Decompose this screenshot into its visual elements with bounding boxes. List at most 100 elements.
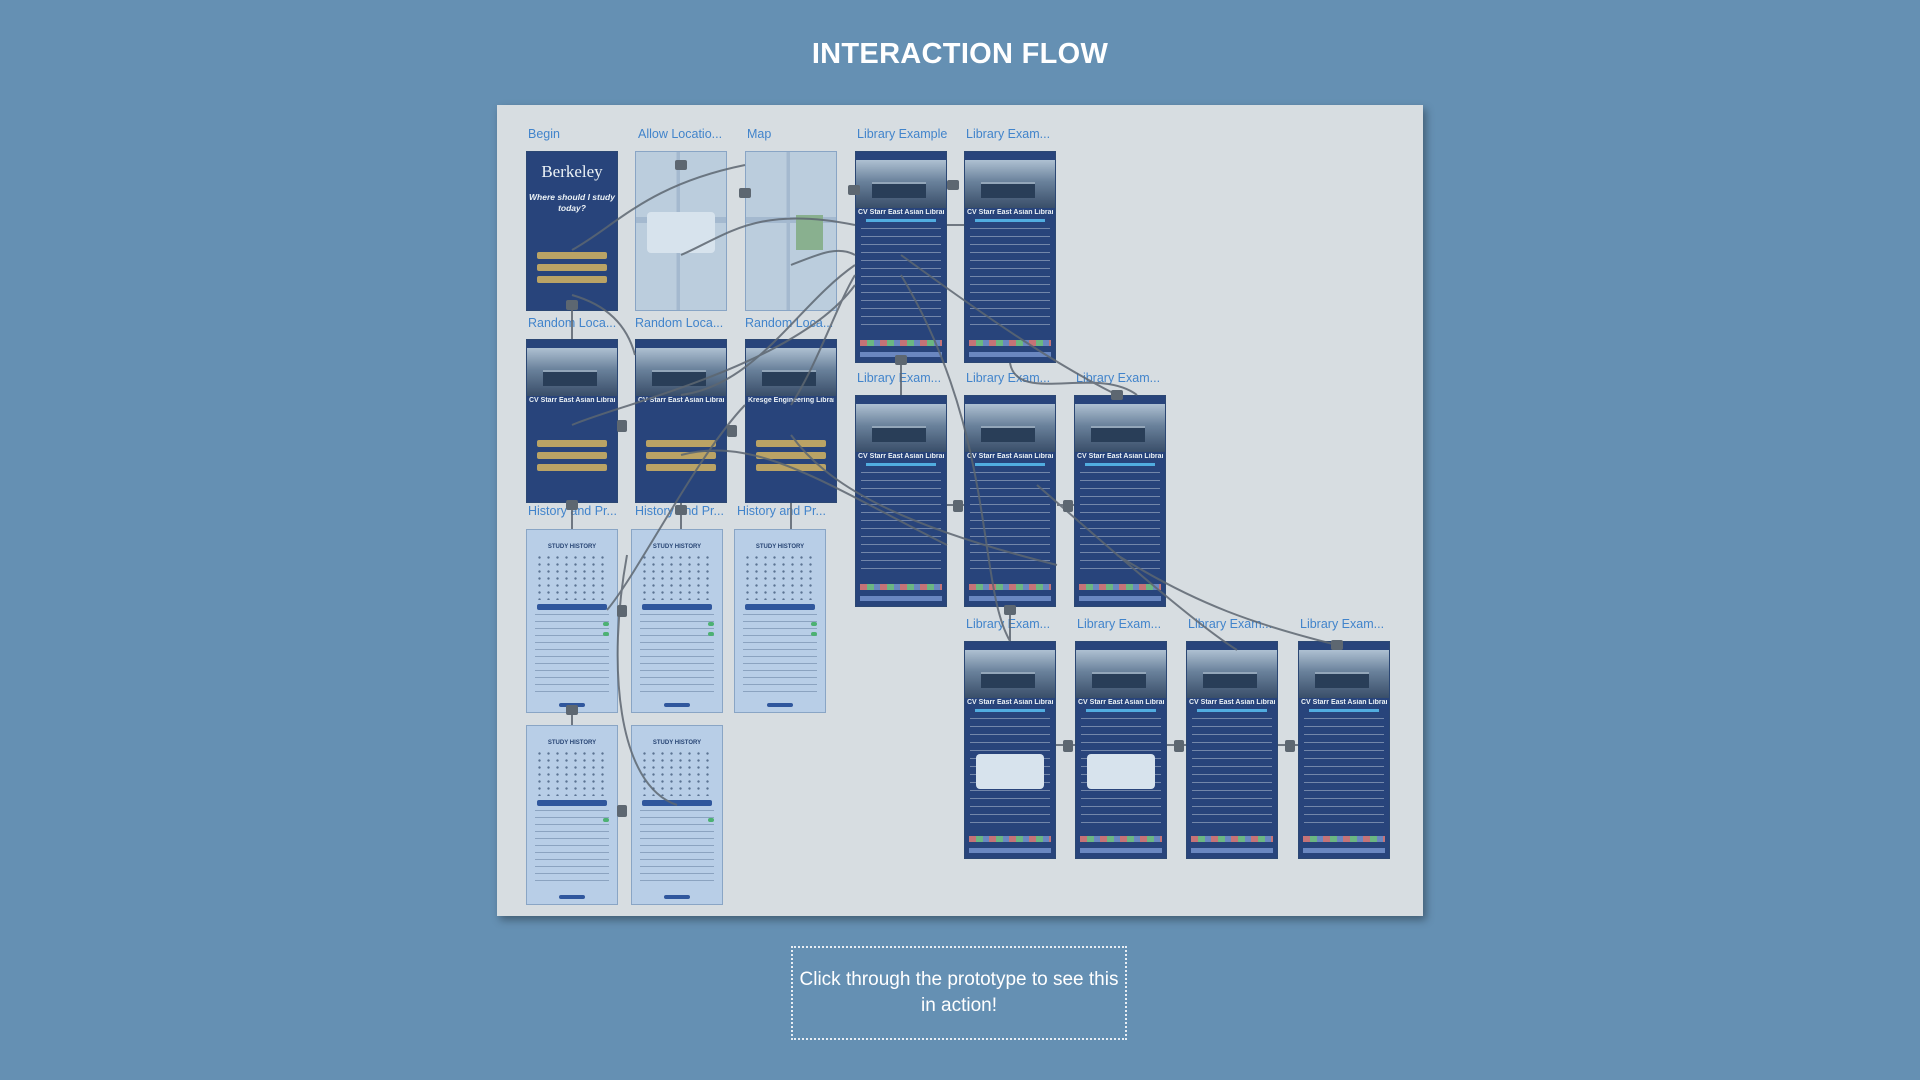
save-button[interactable] bbox=[767, 703, 793, 707]
label-library-exam-8: Library Exam... bbox=[1300, 617, 1385, 631]
save-button[interactable] bbox=[664, 703, 690, 707]
connector-handle bbox=[953, 500, 963, 512]
library-photo bbox=[856, 160, 946, 208]
prototype-note-text: Click through the prototype to see this … bbox=[799, 969, 1119, 1016]
screen-history-1[interactable]: STUDY HISTORY bbox=[526, 529, 618, 713]
label-library-exam-4: Library Exam... bbox=[1076, 371, 1161, 385]
connector-handle bbox=[727, 425, 737, 437]
map-view bbox=[746, 152, 836, 310]
connector-handle bbox=[617, 605, 627, 617]
calendar bbox=[640, 750, 714, 796]
library-name: Kresge Engineering Library bbox=[748, 397, 834, 404]
study-history-heading: STUDY HISTORY bbox=[652, 544, 702, 550]
screen-library-exam-8[interactable]: CV Starr East Asian Library bbox=[1298, 641, 1390, 859]
connector-handle bbox=[1174, 740, 1184, 752]
label-library-exam-1: Library Exam... bbox=[966, 127, 1051, 141]
save-button[interactable] bbox=[559, 895, 585, 899]
choose-location-button[interactable] bbox=[537, 264, 607, 271]
screen-random-location-3[interactable]: Kresge Engineering Library bbox=[745, 339, 837, 503]
request-sent-dialog[interactable] bbox=[1086, 754, 1156, 789]
prototype-note-box[interactable]: Click through the prototype to see this … bbox=[791, 946, 1127, 1040]
library-name: CV Starr East Asian Library bbox=[967, 699, 1053, 706]
label-library-exam-2: Library Exam... bbox=[857, 371, 942, 385]
study-history-heading: STUDY HISTORY bbox=[547, 740, 597, 746]
screen-history-5[interactable]: STUDY HISTORY bbox=[631, 725, 723, 905]
library-name: CV Starr East Asian Library bbox=[1301, 699, 1387, 706]
label-history-2: History and Pr... bbox=[635, 504, 724, 518]
library-name: CV Starr East Asian Library bbox=[858, 453, 944, 460]
label-library-exam-5: Library Exam... bbox=[966, 617, 1051, 631]
screen-library-exam-6[interactable]: CV Starr East Asian Library bbox=[1075, 641, 1167, 859]
library-photo bbox=[636, 348, 726, 396]
label-allow-location: Allow Locatio... bbox=[638, 127, 723, 141]
label-map: Map bbox=[747, 127, 772, 141]
library-name: CV Starr East Asian Library bbox=[967, 453, 1053, 460]
screen-library-exam-4[interactable]: CV Starr East Asian Library bbox=[1074, 395, 1166, 607]
calendar bbox=[535, 750, 609, 796]
label-library-exam-3: Library Exam... bbox=[966, 371, 1051, 385]
screen-library-exam-7[interactable]: CV Starr East Asian Library bbox=[1186, 641, 1278, 859]
library-name: CV Starr East Asian Library bbox=[1077, 453, 1163, 460]
reservation-dialog[interactable] bbox=[975, 754, 1045, 789]
library-photo bbox=[965, 160, 1055, 208]
berkeley-logo: Berkeley bbox=[541, 162, 603, 181]
preference-toggle[interactable] bbox=[603, 622, 609, 626]
study-history-heading: STUDY HISTORY bbox=[547, 544, 597, 550]
screen-history-3[interactable]: STUDY HISTORY bbox=[734, 529, 826, 713]
study-history-heading: STUDY HISTORY bbox=[755, 544, 805, 550]
label-begin: Begin bbox=[528, 127, 560, 141]
library-name: CV Starr East Asian Library bbox=[967, 209, 1053, 216]
library-name: CV Starr East Asian Library bbox=[1189, 699, 1275, 706]
connector-handle bbox=[1063, 500, 1073, 512]
preference-toggle[interactable] bbox=[811, 622, 817, 626]
calendar bbox=[535, 554, 609, 600]
library-photo bbox=[527, 348, 617, 396]
campus-green-area bbox=[795, 215, 823, 250]
screen-library-exam-1[interactable]: CV Starr East Asian Library bbox=[964, 151, 1056, 363]
save-button[interactable] bbox=[559, 703, 585, 707]
library-name: CV Starr East Asian Library bbox=[529, 397, 615, 404]
label-random-location-1: Random Loca... bbox=[528, 316, 617, 330]
preference-toggle[interactable] bbox=[708, 622, 714, 626]
library-photo bbox=[746, 348, 836, 396]
screen-random-location-1[interactable]: CV Starr East Asian Library bbox=[526, 339, 618, 503]
label-library-exam-7: Library Exam... bbox=[1188, 617, 1273, 631]
screen-history-4[interactable]: STUDY HISTORY bbox=[526, 725, 618, 905]
screen-library-exam-3[interactable]: CV Starr East Asian Library bbox=[964, 395, 1056, 607]
screen-map[interactable] bbox=[745, 151, 837, 311]
calendar bbox=[743, 554, 817, 600]
label-history-1: History and Pr... bbox=[528, 504, 617, 518]
location-permission-dialog[interactable] bbox=[646, 212, 716, 254]
library-name: CV Starr East Asian Library bbox=[858, 209, 944, 216]
screen-history-2[interactable]: STUDY HISTORY bbox=[631, 529, 723, 713]
screen-allow-location[interactable] bbox=[635, 151, 727, 311]
history-button[interactable] bbox=[537, 276, 607, 283]
preference-toggle[interactable] bbox=[603, 818, 609, 822]
prototype-flow-board: Begin Allow Locatio... Map Library Examp… bbox=[497, 105, 1423, 916]
random-location-button[interactable] bbox=[537, 252, 607, 259]
preference-toggle[interactable] bbox=[811, 632, 817, 636]
study-history-heading: STUDY HISTORY bbox=[652, 740, 702, 746]
screen-library-example[interactable]: CV Starr East Asian Library bbox=[855, 151, 947, 363]
calendar bbox=[640, 554, 714, 600]
connector-handle bbox=[617, 420, 627, 432]
library-name: CV Starr East Asian Library bbox=[1078, 699, 1164, 706]
connector-handle bbox=[1285, 740, 1295, 752]
study-question: Where should I study today? bbox=[529, 192, 615, 213]
screen-begin[interactable]: Berkeley Where should I study today? bbox=[526, 151, 618, 311]
label-library-exam-6: Library Exam... bbox=[1077, 617, 1162, 631]
label-library-example: Library Example bbox=[857, 127, 948, 141]
screen-library-exam-2[interactable]: CV Starr East Asian Library bbox=[855, 395, 947, 607]
library-name: CV Starr East Asian Library bbox=[638, 397, 724, 404]
save-button[interactable] bbox=[664, 895, 690, 899]
connector-handle bbox=[1063, 740, 1073, 752]
preference-toggle[interactable] bbox=[708, 818, 714, 822]
preference-toggle[interactable] bbox=[603, 632, 609, 636]
connector-handle bbox=[617, 805, 627, 817]
label-history-3: History and Pr... bbox=[737, 504, 826, 518]
preference-toggle[interactable] bbox=[708, 632, 714, 636]
screen-library-exam-5[interactable]: CV Starr East Asian Library bbox=[964, 641, 1056, 859]
screen-random-location-2[interactable]: CV Starr East Asian Library bbox=[635, 339, 727, 503]
label-random-location-2: Random Loca... bbox=[635, 316, 724, 330]
page-title: INTERACTION FLOW bbox=[811, 38, 1109, 70]
